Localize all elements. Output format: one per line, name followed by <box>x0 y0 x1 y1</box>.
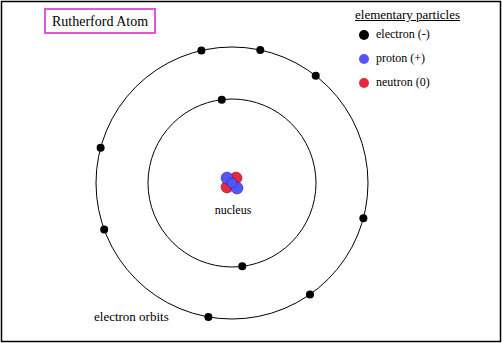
legend-heading: elementary particles <box>355 8 460 23</box>
electrons <box>97 46 368 321</box>
electron <box>197 46 205 54</box>
legend-swatch <box>359 78 369 88</box>
legend-swatch <box>359 54 369 64</box>
proton <box>227 178 237 188</box>
electron <box>97 144 105 152</box>
electron <box>306 290 314 298</box>
title-box: Rutherford Atom <box>44 8 156 34</box>
nucleus-cluster <box>221 172 243 194</box>
electron <box>359 214 367 222</box>
title: Rutherford Atom <box>52 14 148 29</box>
electron <box>256 46 264 54</box>
outer-orbit <box>96 47 368 319</box>
electron <box>238 262 246 270</box>
orbit-label: electron orbits <box>94 310 169 325</box>
legend-item: proton (+) <box>359 51 425 66</box>
legend-text: proton (+) <box>376 51 425 66</box>
electron <box>218 96 226 104</box>
electron <box>204 313 212 321</box>
legend-item: electron (-) <box>359 27 430 42</box>
inner-orbit <box>148 99 316 267</box>
electron <box>100 226 108 234</box>
nucleus-label: nucleus <box>214 204 253 218</box>
legend-text: electron (-) <box>376 27 430 42</box>
legend-swatch <box>359 30 369 40</box>
legend-item: neutron (0) <box>359 75 430 90</box>
electron <box>312 72 320 80</box>
legend-text: neutron (0) <box>376 75 430 90</box>
